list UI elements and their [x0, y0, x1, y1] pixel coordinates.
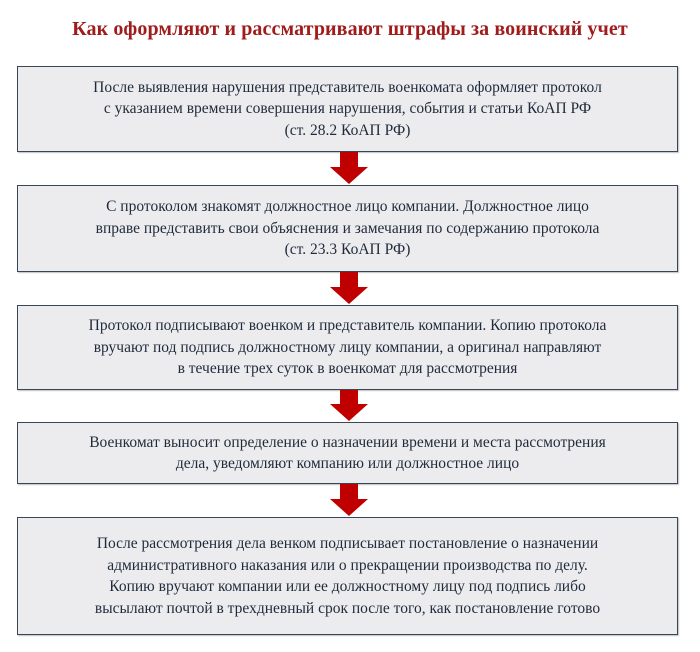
step-box-5: После рассмотрения дела венком подписыва…	[17, 517, 678, 635]
step-box-3: Протокол подписывают военком и представи…	[17, 305, 678, 390]
step-text: Протокол подписывают военком и представи…	[88, 317, 607, 378]
step-text: С протоколом знакомят должностное лицо к…	[95, 198, 600, 259]
down-arrow-icon	[330, 152, 368, 184]
down-arrow-icon	[330, 390, 368, 421]
step-box-4: Военкомат выносит определение о назначен…	[17, 422, 678, 484]
step-text: После выявления нарушения представитель …	[93, 78, 602, 139]
step-text: Военкомат выносит определение о назначен…	[89, 433, 606, 473]
down-arrow-icon	[330, 272, 368, 304]
step-box-2: С протоколом знакомят должностное лицо к…	[17, 185, 678, 272]
step-box-1: После выявления нарушения представитель …	[17, 66, 678, 152]
down-arrow-icon	[330, 484, 368, 516]
diagram-title: Как оформляют и рассматривают штрафы за …	[72, 18, 628, 40]
step-text: После рассмотрения дела венком подписыва…	[94, 535, 601, 617]
